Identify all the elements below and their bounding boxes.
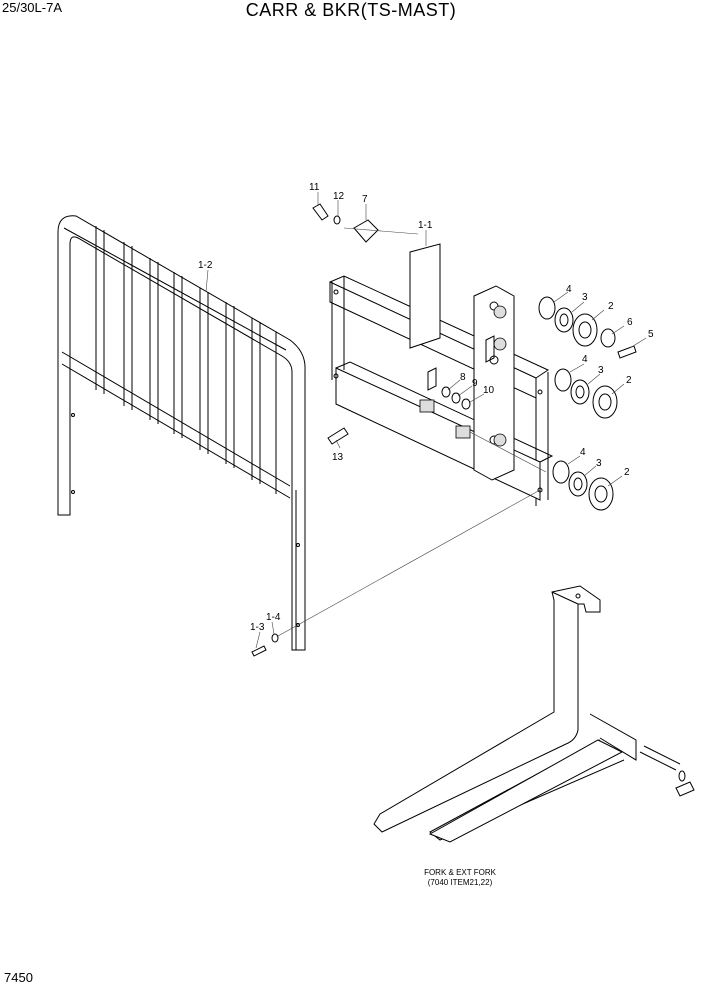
roller-stack-lower[interactable] bbox=[552, 460, 614, 511]
callout-5: 5 bbox=[648, 329, 654, 340]
callout-1-2: 1-2 bbox=[198, 260, 213, 271]
page-number: 7450 bbox=[4, 970, 33, 985]
callout-3-middle: 3 bbox=[598, 365, 604, 376]
callout-9: 9 bbox=[472, 378, 478, 389]
callout-1-4: 1-4 bbox=[266, 612, 281, 623]
callout-3-lower: 3 bbox=[596, 458, 602, 469]
fork-reference-note: FORK & EXT FORK (7040 ITEM21,22) bbox=[390, 868, 530, 888]
washer-1-4[interactable] bbox=[271, 633, 279, 643]
callout-6: 6 bbox=[627, 317, 633, 328]
callout-labels: 11 12 7 1-1 1-2 4 3 2 6 5 4 3 2 8 9 10 1… bbox=[198, 182, 654, 633]
callout-4-upper: 4 bbox=[566, 284, 572, 295]
callout-2-lower: 2 bbox=[624, 467, 630, 478]
carriage-assembly[interactable] bbox=[329, 243, 554, 506]
fork-and-extension-fork[interactable] bbox=[373, 585, 695, 843]
callout-2-upper: 2 bbox=[608, 301, 614, 312]
roller-stack-upper[interactable] bbox=[538, 296, 637, 359]
washer-12[interactable] bbox=[333, 215, 341, 225]
callout-1-3: 1-3 bbox=[250, 622, 265, 633]
callout-7: 7 bbox=[362, 194, 368, 205]
callout-4-middle: 4 bbox=[582, 354, 588, 365]
load-backrest[interactable] bbox=[57, 215, 306, 651]
callout-1-1: 1-1 bbox=[418, 220, 433, 231]
callout-4-lower: 4 bbox=[580, 447, 586, 458]
callout-3-upper: 3 bbox=[582, 292, 588, 303]
leader-lines bbox=[205, 192, 647, 649]
callout-11: 11 bbox=[309, 182, 320, 193]
roller-stack-middle[interactable] bbox=[554, 368, 618, 419]
callout-10: 10 bbox=[483, 385, 495, 396]
bolt-13[interactable] bbox=[327, 427, 349, 445]
callout-13: 13 bbox=[332, 452, 344, 463]
fork-reference-line1: FORK & EXT FORK bbox=[424, 868, 496, 877]
bolt-11[interactable] bbox=[312, 203, 329, 221]
model-code: 25/30L-7A bbox=[2, 0, 62, 15]
bolt-1-3[interactable] bbox=[251, 645, 267, 657]
callout-2-middle: 2 bbox=[626, 375, 632, 386]
callout-12: 12 bbox=[333, 191, 345, 202]
shim-washers[interactable] bbox=[441, 386, 471, 410]
stopper-7[interactable] bbox=[353, 219, 379, 243]
fork-reference-line2: (7040 ITEM21,22) bbox=[427, 878, 493, 887]
page-title: CARR & BKR(TS-MAST) bbox=[245, 0, 457, 20]
callout-8: 8 bbox=[460, 372, 466, 383]
